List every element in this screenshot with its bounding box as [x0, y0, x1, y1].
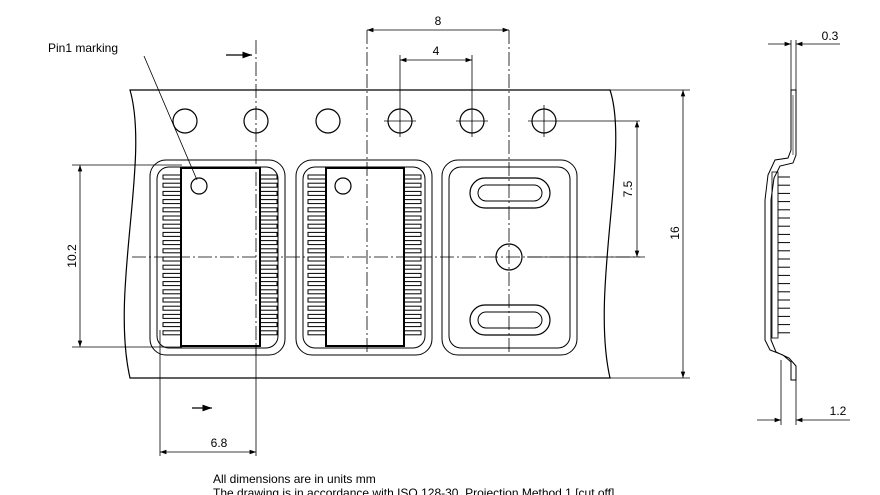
dim-1-2-label: 1.2: [830, 404, 847, 418]
pin1-marking-label: Pin1 marking: [48, 41, 118, 55]
pin1-dot: [190, 177, 208, 195]
dim-16-label: 16: [668, 226, 682, 240]
dim-10-2: [72, 164, 182, 348]
sprocket-centerlines: [384, 105, 640, 137]
dim-6-8: [159, 330, 257, 456]
dim-4-label: 4: [433, 44, 440, 58]
dim-7-5: [527, 121, 645, 258]
dim-16: [610, 89, 690, 379]
pin1-dot: [334, 177, 352, 195]
dim-7-5-label: 7.5: [621, 180, 635, 197]
side-view-lead-ticks: [778, 176, 790, 334]
dim-0-3-label: 0.3: [822, 29, 839, 43]
standard-note: The drawing is in accordance with ISO 12…: [213, 487, 615, 495]
dim-1-2: [757, 360, 850, 425]
units-note: All dimensions are in units mm: [213, 472, 376, 486]
dim-4: [399, 55, 473, 105]
dim-8-label: 8: [435, 14, 442, 28]
dim-10-2-label: 10.2: [65, 244, 79, 268]
dim-0-3: [768, 40, 840, 95]
pin1-leader: [143, 55, 198, 181]
dim-6-8-label: 6.8: [211, 436, 228, 450]
side-view: [764, 89, 797, 381]
